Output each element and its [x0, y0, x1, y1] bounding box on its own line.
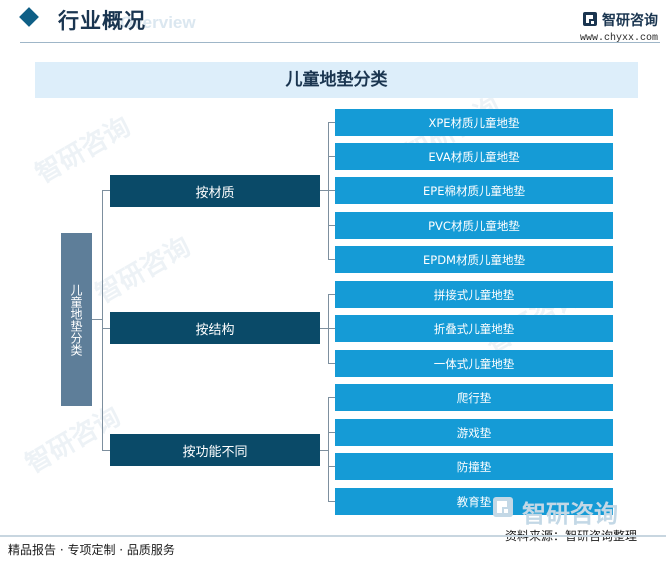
connector-line	[328, 328, 335, 329]
leaf-node: 拼接式儿童地垫	[335, 281, 613, 308]
connector-line	[92, 319, 102, 320]
category-node-material: 按材质	[110, 175, 320, 207]
root-node-label: 儿童地垫分类	[69, 283, 83, 356]
leaf-node: EVA材质儿童地垫	[335, 143, 613, 170]
connector-line	[328, 294, 335, 295]
connector-line	[328, 363, 335, 364]
brand-name: 智研咨询	[602, 13, 658, 29]
connector-line	[328, 225, 335, 226]
root-node: 儿童地垫分类	[61, 233, 92, 406]
leaf-node: PVC材质儿童地垫	[335, 212, 613, 239]
leaf-node: 爬行垫	[335, 384, 613, 411]
leaf-node: 折叠式儿童地垫	[335, 315, 613, 342]
connector-line	[328, 122, 335, 123]
connector-line	[102, 450, 110, 451]
leaf-node: 教育垫	[335, 488, 613, 515]
connector-line	[320, 450, 328, 451]
connector-line	[328, 501, 335, 502]
leaf-node: 游戏垫	[335, 419, 613, 446]
category-node-function: 按功能不同	[110, 434, 320, 466]
connector-line	[102, 190, 110, 191]
brand-url: www.chyxx.com	[580, 33, 659, 44]
watermark: 智研咨询	[90, 231, 196, 310]
leaf-node: 一体式儿童地垫	[335, 350, 613, 377]
footer-brand-logo-icon	[493, 497, 513, 517]
category-node-structure: 按结构	[110, 312, 320, 344]
connector-line	[328, 466, 335, 467]
connector-line	[328, 397, 335, 398]
connector-line	[328, 156, 335, 157]
header-diamond-icon	[19, 7, 39, 27]
connector-line	[102, 190, 103, 450]
brand-logo-icon	[583, 12, 597, 26]
leaf-node: 防撞垫	[335, 453, 613, 480]
connector-line	[320, 190, 328, 191]
connector-line	[328, 259, 335, 260]
diagram-title-band: 儿童地垫分类	[35, 62, 638, 98]
connector-line	[328, 432, 335, 433]
connector-line	[328, 190, 335, 191]
leaf-node: EPDM材质儿童地垫	[335, 246, 613, 273]
connector-line	[102, 328, 110, 329]
connector-line	[320, 328, 328, 329]
footer-brand-name: 智研咨询	[522, 500, 618, 528]
page-title: 行业概况	[58, 9, 146, 33]
footer-tagline: 精品报告 · 专项定制 · 品质服务	[8, 543, 175, 557]
diagram-title: 儿童地垫分类	[285, 70, 388, 90]
header-watermark: Overview	[120, 13, 196, 32]
connector-line	[328, 397, 329, 501]
leaf-node: XPE材质儿童地垫	[335, 109, 613, 136]
header-divider	[20, 42, 660, 43]
footer-divider	[0, 535, 666, 537]
leaf-node: EPE棉材质儿童地垫	[335, 177, 613, 204]
